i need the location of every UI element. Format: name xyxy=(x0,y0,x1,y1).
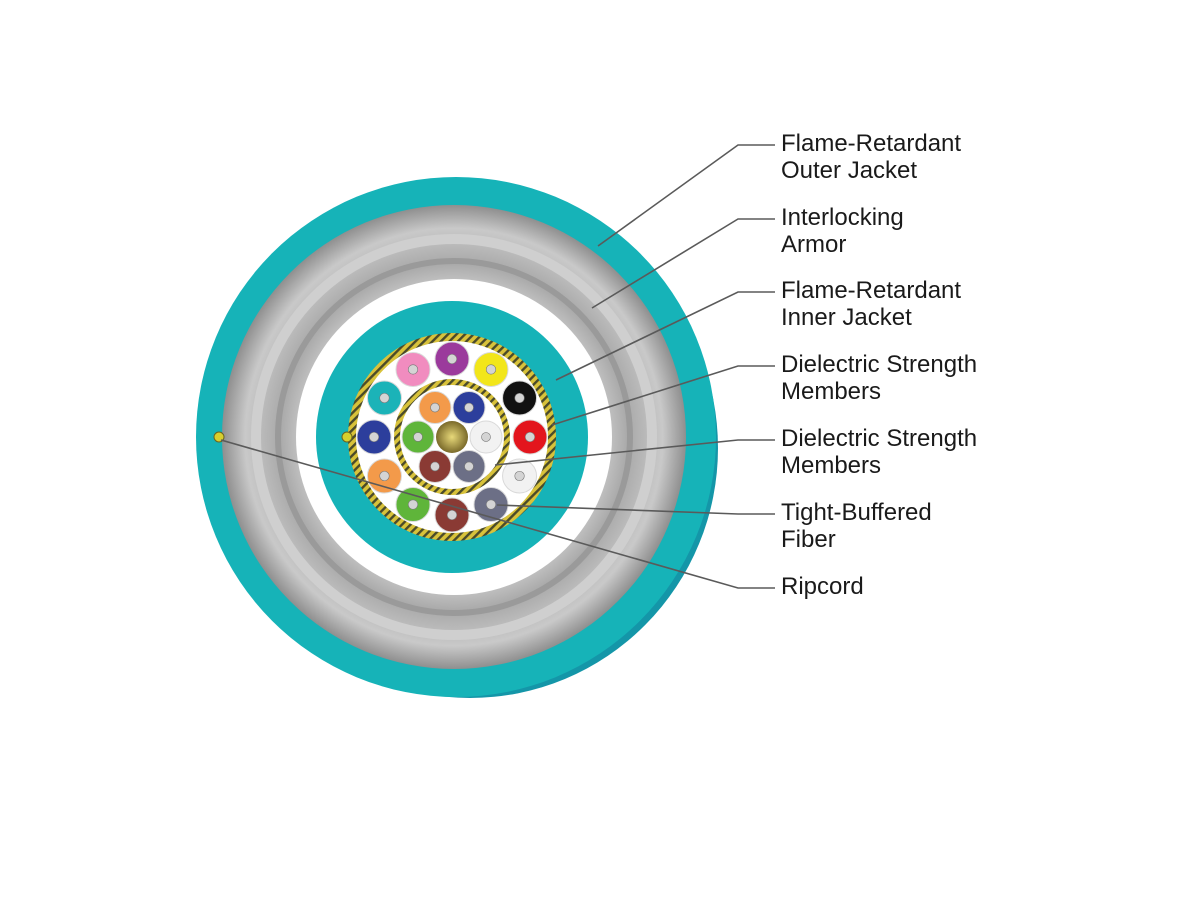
label-armor: Interlocking Armor xyxy=(781,204,910,258)
label-strength-outer: Dielectric Strength Members xyxy=(781,351,984,405)
inner-fiber-core xyxy=(464,402,474,413)
inner-fiber-core xyxy=(430,402,440,413)
label-inner-jacket: Flame-Retardant Inner Jacket xyxy=(781,277,968,331)
label-ripcord: Ripcord xyxy=(781,573,864,600)
outer-fiber xyxy=(395,487,431,523)
callout-labels: Flame-Retardant Outer Jacket Interlockin… xyxy=(781,130,984,600)
outer-fiber-core xyxy=(379,392,390,404)
outer-fiber xyxy=(502,458,538,494)
label-outer-jacket: Flame-Retardant Outer Jacket xyxy=(781,130,968,184)
leader-strength-outer xyxy=(551,365,775,426)
leader-outer-jacket xyxy=(597,144,775,247)
outer-fiber-core xyxy=(514,392,525,404)
outer-fiber xyxy=(473,487,509,523)
inner-fiber xyxy=(452,391,486,425)
inner-fiber xyxy=(401,420,435,454)
outer-fiber-core xyxy=(368,431,380,443)
outer-fiber xyxy=(434,341,470,377)
leader-lines xyxy=(220,144,775,589)
outer-fiber xyxy=(395,351,431,387)
outer-fiber-core xyxy=(485,364,497,375)
outer-fiber-core xyxy=(514,470,525,482)
inner-fiber-core xyxy=(481,432,491,442)
inner-fiber-core xyxy=(464,461,474,472)
inner-fiber-core xyxy=(430,461,440,472)
label-fiber: Tight-Buffered Fiber xyxy=(781,499,938,553)
inner-fiber xyxy=(452,449,486,483)
outer-fiber xyxy=(356,419,392,455)
leader-ripcord xyxy=(220,439,775,589)
outer-fiber-ring xyxy=(356,341,548,533)
outer-fiber xyxy=(473,351,509,387)
outer-fiber xyxy=(366,458,402,494)
inner-fiber-core xyxy=(413,432,423,442)
outer-fiber-core xyxy=(446,509,458,521)
outer-fiber xyxy=(366,380,402,416)
leader-fiber xyxy=(496,504,775,515)
central-strength-member xyxy=(436,421,468,453)
inner-fiber-ring xyxy=(401,391,503,483)
inner-fiber xyxy=(469,420,503,454)
leader-inner-jacket xyxy=(555,291,775,381)
inner-fiber xyxy=(418,449,452,483)
leader-armor xyxy=(591,218,775,309)
outer-fiber-core xyxy=(379,470,390,482)
outer-fiber xyxy=(434,497,470,533)
ripcord-inner xyxy=(341,431,353,443)
outer-fiber-core xyxy=(446,353,458,365)
outer-fiber xyxy=(512,419,548,455)
inner-fiber xyxy=(418,391,452,425)
outer-fiber-core xyxy=(407,499,419,510)
label-strength-inner: Dielectric Strength Members xyxy=(781,425,984,479)
outer-fiber-core xyxy=(407,364,419,375)
outer-fiber-core xyxy=(485,499,497,510)
outer-fiber xyxy=(502,380,538,416)
leader-strength-inner xyxy=(494,439,775,466)
outer-fiber-core xyxy=(524,431,536,443)
